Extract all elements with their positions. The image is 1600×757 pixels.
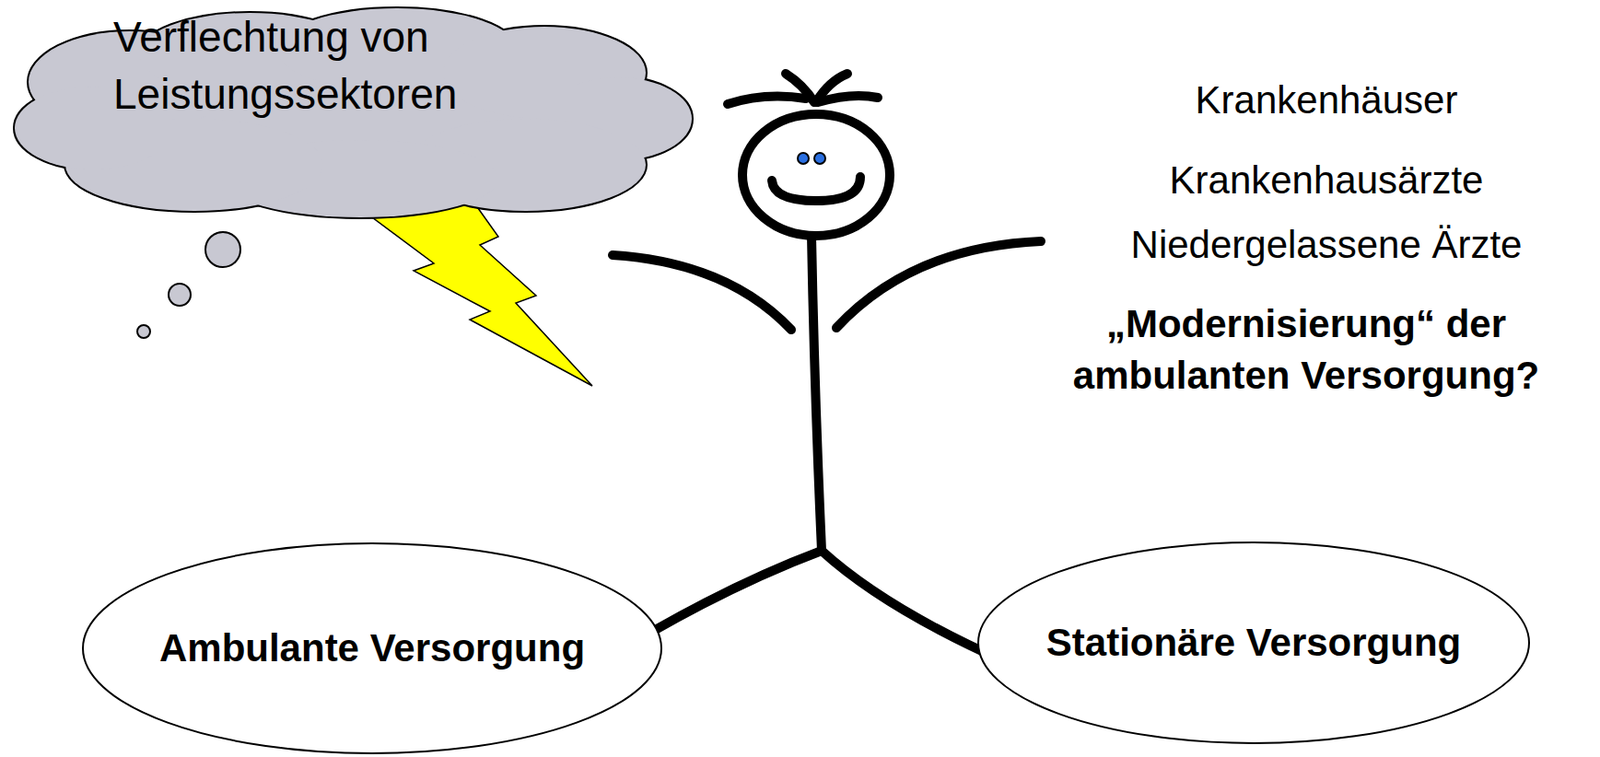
question-label: „Modernisierung“ der ambulanten Versorgu…: [1039, 298, 1574, 402]
node-text: Verflechtung von Leistungssektoren: [113, 8, 538, 123]
actor-label: Niedergelassene Ärzte: [1050, 219, 1600, 271]
stick-figure: [602, 73, 1041, 662]
actor-label: Krankenhausärzte: [1050, 154, 1600, 207]
sector-ellipse: Stationäre Versorgung: [976, 540, 1531, 746]
thought-bubble: [205, 232, 241, 268]
thought-bubble: [137, 325, 151, 339]
node-text: Ambulante Versorgung: [159, 625, 585, 672]
lightning-bolt: [372, 188, 593, 386]
thought-bubble: [168, 283, 191, 306]
eye: [814, 152, 826, 164]
sector-ellipse: Ambulante Versorgung: [81, 541, 664, 756]
thought-cloud: Verflechtung von Leistungssektoren: [10, 8, 694, 220]
node-text: Stationäre Versorgung: [1046, 619, 1461, 666]
actor-label: Krankenhäuser: [1050, 74, 1600, 127]
eye: [797, 152, 809, 164]
